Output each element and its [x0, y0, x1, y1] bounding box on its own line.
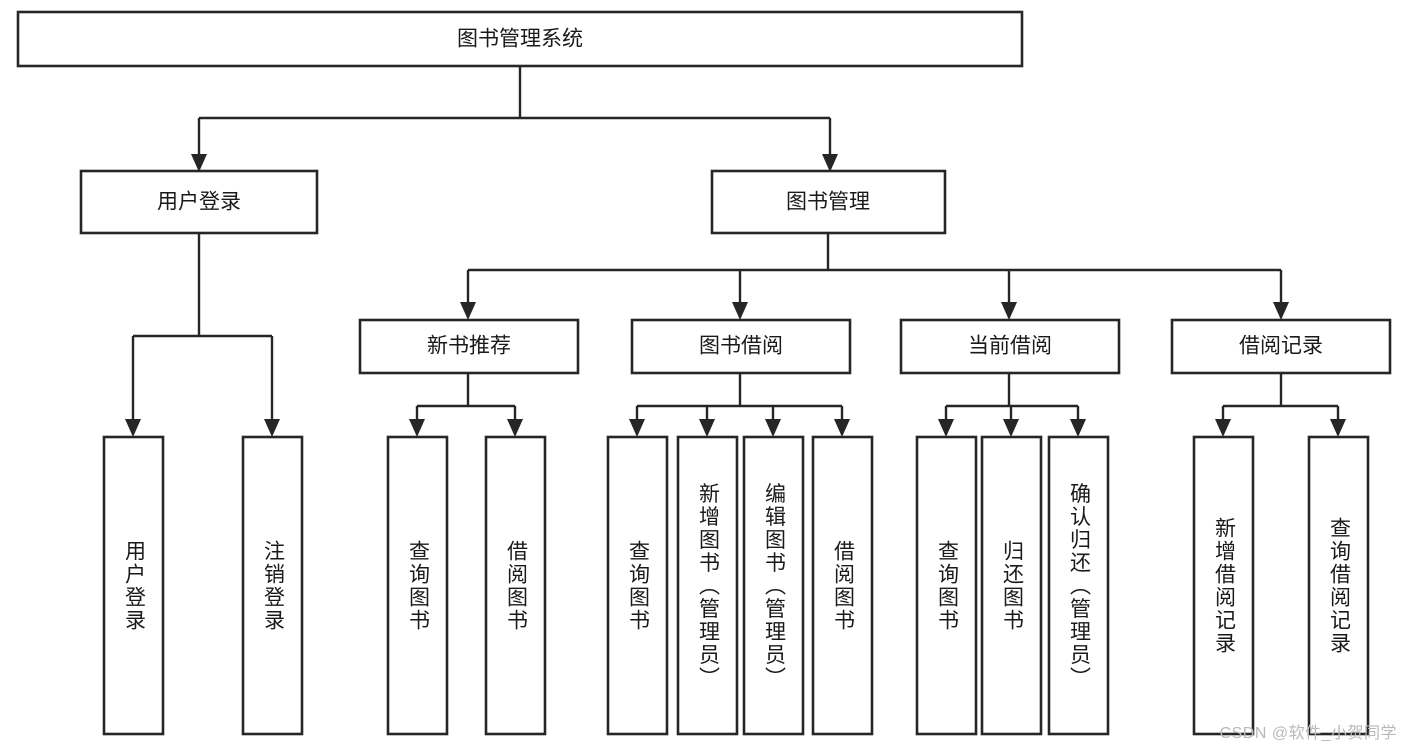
leaf-book-borrow-query-label: 查询图书: [626, 540, 650, 632]
node-book-manage-box[interactable]: [710, 169, 947, 235]
leaf-current-borrow-query-box[interactable]: [915, 435, 978, 736]
leaf-new-book-query-label: 查询图书: [406, 540, 430, 632]
arrowhead-currentborrow-leaf-1: [938, 419, 954, 437]
leaf-borrow-record-query-box[interactable]: [1307, 435, 1370, 736]
node-borrow-record[interactable]: 借阅记录: [1170, 318, 1392, 375]
arrowhead-new-book: [460, 302, 476, 320]
leaf-user-login-signout[interactable]: 注销登录: [241, 435, 304, 736]
leaf-new-book-borrow-label: 借阅图书: [504, 540, 528, 632]
arrowhead-bookborrow-leaf-3: [765, 419, 781, 437]
leaf-current-borrow-confirm[interactable]: 确认归还（管理员）: [1047, 435, 1110, 736]
arrowhead-user-login: [191, 154, 207, 172]
node-new-book-recommend-box[interactable]: [358, 318, 580, 375]
node-current-borrow-box[interactable]: [899, 318, 1121, 375]
node-current-borrow-label: 当前借阅: [968, 335, 1052, 358]
node-root-system[interactable]: 图书管理系统: [16, 10, 1024, 68]
leaf-current-borrow-query-label: 查询图书: [935, 540, 959, 632]
leaf-user-login-signin-label: 用户登录: [122, 540, 146, 632]
leaf-book-borrow-edit-label: 编辑图书（管理员）: [762, 483, 786, 690]
leaf-book-borrow-query-box[interactable]: [606, 435, 669, 736]
node-book-borrow-label: 图书借阅: [699, 335, 783, 358]
leaf-current-borrow-return[interactable]: 归还图书: [980, 435, 1043, 736]
node-book-borrow-box[interactable]: [630, 318, 852, 375]
leaf-new-book-borrow[interactable]: 借阅图书: [484, 435, 547, 736]
arrowhead-currentborrow-leaf-3: [1070, 419, 1086, 437]
arrowhead-leaf-user-login: [125, 419, 141, 437]
leaf-user-login-signout-box[interactable]: [241, 435, 304, 736]
arrowhead-bookborrow-leaf-4: [834, 419, 850, 437]
leaf-book-borrow-borrow-box[interactable]: [811, 435, 874, 736]
leaf-current-borrow-confirm-box[interactable]: [1047, 435, 1110, 736]
node-borrow-record-label: 借阅记录: [1239, 335, 1323, 358]
node-user-login[interactable]: 用户登录: [79, 169, 319, 235]
arrowhead-currentborrow-leaf-2: [1003, 419, 1019, 437]
node-user-login-box[interactable]: [79, 169, 319, 235]
node-book-manage-label: 图书管理: [786, 191, 870, 214]
arrowhead-borrowrecord-leaf-1: [1215, 419, 1231, 437]
leaf-user-login-signin[interactable]: 用户登录: [102, 435, 165, 736]
leaf-book-borrow-query[interactable]: 查询图书: [606, 435, 669, 736]
arrowhead-leaf-logout: [264, 419, 280, 437]
node-new-book-recommend[interactable]: 新书推荐: [358, 318, 580, 375]
leaf-borrow-record-query[interactable]: 查询借阅记录: [1307, 435, 1370, 736]
leaf-book-borrow-borrow[interactable]: 借阅图书: [811, 435, 874, 736]
arrowhead-current-borrow: [1001, 302, 1017, 320]
leaf-new-book-query-box[interactable]: [386, 435, 449, 736]
leaf-book-borrow-edit[interactable]: 编辑图书（管理员）: [742, 435, 805, 736]
node-book-borrow[interactable]: 图书借阅: [630, 318, 852, 375]
arrowhead-borrowrecord-leaf-2: [1330, 419, 1346, 437]
leaf-current-borrow-return-box[interactable]: [980, 435, 1043, 736]
leaf-book-borrow-add[interactable]: 新增图书（管理员）: [676, 435, 739, 736]
leaf-new-book-query[interactable]: 查询图书: [386, 435, 449, 736]
arrowhead-borrow-record: [1273, 302, 1289, 320]
arrowhead-book-borrow: [732, 302, 748, 320]
leaf-borrow-record-query-label: 查询借阅记录: [1327, 517, 1351, 655]
node-new-book-recommend-label: 新书推荐: [427, 335, 511, 358]
arrowhead-book-manage: [822, 154, 838, 172]
leaf-borrow-record-add-label: 新增借阅记录: [1212, 517, 1236, 655]
arrowhead-newbook-leaf-2: [507, 419, 523, 437]
leaf-book-borrow-borrow-label: 借阅图书: [831, 540, 855, 632]
leaf-book-borrow-edit-box[interactable]: [742, 435, 805, 736]
leaf-borrow-record-add-box[interactable]: [1192, 435, 1255, 736]
node-borrow-record-box[interactable]: [1170, 318, 1392, 375]
node-current-borrow[interactable]: 当前借阅: [899, 318, 1121, 375]
leaf-book-borrow-add-box[interactable]: [676, 435, 739, 736]
node-user-login-label: 用户登录: [157, 191, 241, 214]
arrowhead-bookborrow-leaf-2: [699, 419, 715, 437]
node-book-manage[interactable]: 图书管理: [710, 169, 947, 235]
leaf-book-borrow-add-label: 新增图书（管理员）: [696, 483, 720, 690]
node-root-system-label: 图书管理系统: [457, 28, 583, 51]
node-root-system-box[interactable]: [16, 10, 1024, 68]
arrowhead-newbook-leaf-1: [409, 419, 425, 437]
leaf-current-borrow-query[interactable]: 查询图书: [915, 435, 978, 736]
connector-layer: [125, 66, 1346, 437]
leaf-current-borrow-return-label: 归还图书: [1000, 540, 1024, 632]
leaf-current-borrow-confirm-label: 确认归还（管理员）: [1067, 483, 1091, 690]
arrowhead-bookborrow-leaf-1: [629, 419, 645, 437]
leaf-user-login-signin-box[interactable]: [102, 435, 165, 736]
leaf-borrow-record-add[interactable]: 新增借阅记录: [1192, 435, 1255, 736]
leaf-new-book-borrow-box[interactable]: [484, 435, 547, 736]
leaf-user-login-signout-label: 注销登录: [261, 540, 285, 632]
